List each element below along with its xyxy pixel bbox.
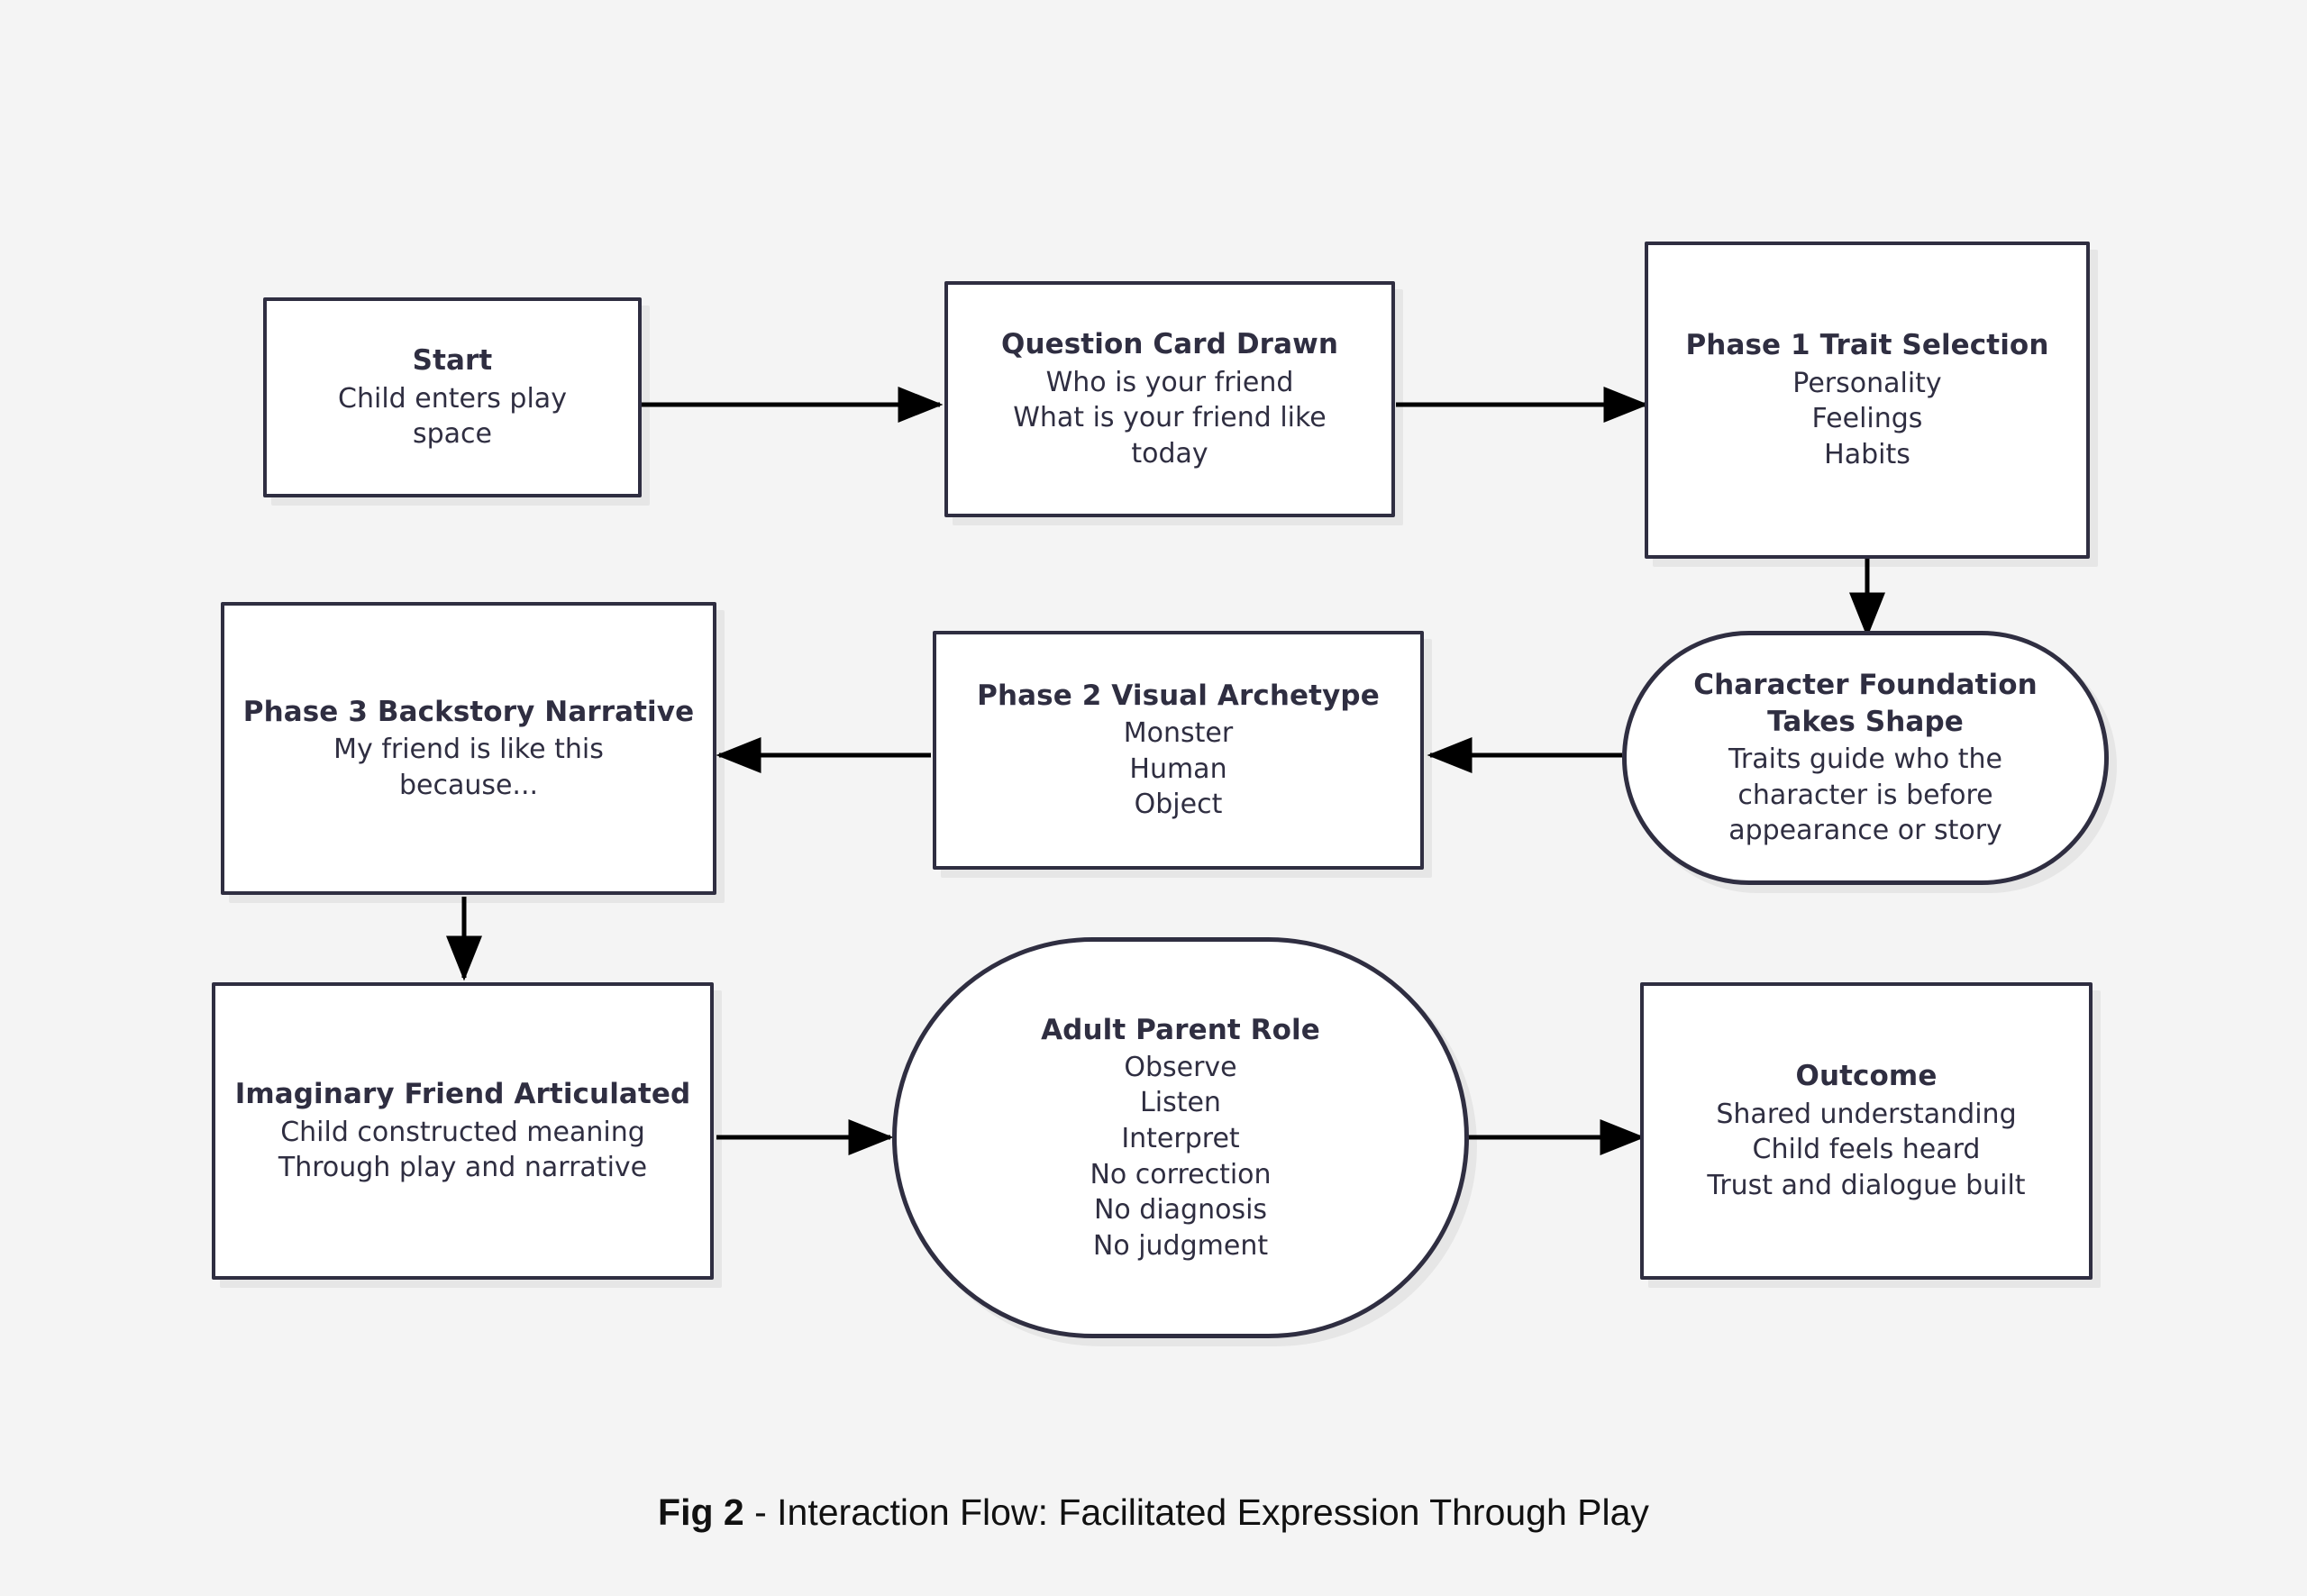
node-adult-parent-role-title: Adult Parent Role	[1041, 1013, 1320, 1046]
node-adult-parent-role-line-1: Listen	[1140, 1087, 1221, 1119]
node-adult-parent-role-line-5: No judgment	[1092, 1229, 1269, 1262]
node-start-line-0: Child enters play	[338, 382, 567, 415]
node-phase-1-trait-selection-line-2: Habits	[1824, 438, 1910, 470]
node-adult-parent-role[interactable]: Adult Parent Role Observe Listen Interpr…	[892, 937, 1469, 1338]
node-imaginary-friend-articulated[interactable]: Imaginary Friend Articulated Child const…	[212, 982, 714, 1280]
node-phase-2-visual-archetype[interactable]: Phase 2 Visual Archetype Monster Human O…	[933, 631, 1424, 870]
node-start-title: Start	[412, 344, 493, 378]
node-adult-parent-role-line-3: No correction	[1090, 1158, 1272, 1190]
node-character-foundation-takes-shape[interactable]: Character Foundation Takes Shape Traits …	[1622, 631, 2109, 885]
node-adult-parent-role-line-4: No diagnosis	[1093, 1194, 1268, 1227]
node-phase-1-trait-selection-line-0: Personality	[1792, 367, 1942, 399]
node-phase-2-visual-archetype-line-2: Object	[1134, 789, 1223, 821]
node-phase-3-backstory-narrative[interactable]: Phase 3 Backstory Narrative My friend is…	[221, 602, 716, 895]
node-start-line-1: space	[412, 418, 492, 451]
node-phase-3-backstory-narrative-line-0: My friend is like this	[333, 734, 604, 766]
node-character-foundation-takes-shape-line-2: appearance or story	[1728, 815, 2002, 847]
figure-caption-label: Fig 2	[658, 1491, 744, 1533]
node-character-foundation-takes-shape-line-0: Traits guide who the	[1728, 743, 2002, 775]
figure-caption: Fig 2 - Interaction Flow: Facilitated Ex…	[0, 1491, 2307, 1534]
node-adult-parent-role-line-0: Observe	[1124, 1051, 1237, 1083]
node-question-card-drawn-line-0: Who is your friend	[1045, 366, 1294, 398]
node-phase-2-visual-archetype-title: Phase 2 Visual Archetype	[977, 679, 1380, 712]
node-start[interactable]: Start Child enters play space	[263, 297, 642, 497]
node-question-card-drawn-line-2: today	[1131, 437, 1208, 470]
node-phase-1-trait-selection[interactable]: Phase 1 Trait Selection Personality Feel…	[1645, 242, 2090, 559]
node-imaginary-friend-articulated-title: Imaginary Friend Articulated	[234, 1078, 691, 1111]
node-character-foundation-takes-shape-line-1: character is before	[1737, 779, 1993, 811]
node-adult-parent-role-line-2: Interpret	[1121, 1123, 1240, 1155]
node-outcome[interactable]: Outcome Shared understanding Child feels…	[1640, 982, 2093, 1280]
node-question-card-drawn[interactable]: Question Card Drawn Who is your friend W…	[944, 281, 1395, 517]
node-question-card-drawn-line-1: What is your friend like	[1013, 402, 1327, 434]
node-phase-2-visual-archetype-line-0: Monster	[1123, 717, 1234, 750]
node-outcome-line-1: Child feels heard	[1752, 1134, 1981, 1166]
node-character-foundation-takes-shape-title: Character Foundation Takes Shape	[1693, 669, 2038, 738]
node-outcome-line-0: Shared understanding	[1716, 1098, 2017, 1130]
node-outcome-line-2: Trust and dialogue built	[1707, 1169, 2026, 1201]
node-phase-1-trait-selection-line-1: Feelings	[1811, 403, 1923, 435]
node-question-card-drawn-title: Question Card Drawn	[1001, 328, 1338, 361]
node-phase-2-visual-archetype-line-1: Human	[1129, 752, 1227, 785]
node-imaginary-friend-articulated-line-1: Through play and narrative	[278, 1152, 648, 1184]
node-phase-3-backstory-narrative-line-1: because...	[398, 769, 539, 801]
node-phase-1-trait-selection-title: Phase 1 Trait Selection	[1685, 329, 2049, 362]
figure-caption-text: - Interaction Flow: Facilitated Expressi…	[743, 1491, 1649, 1533]
node-imaginary-friend-articulated-line-0: Child constructed meaning	[280, 1116, 645, 1148]
node-phase-3-backstory-narrative-title: Phase 3 Backstory Narrative	[242, 695, 695, 728]
node-outcome-title: Outcome	[1795, 1060, 1938, 1093]
